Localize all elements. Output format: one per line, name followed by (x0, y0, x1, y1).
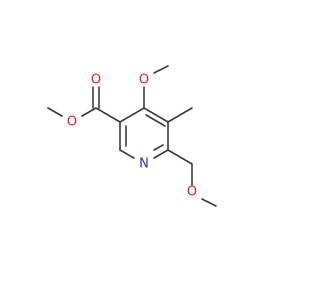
bond-carbonyl-o-ester (81, 107, 97, 117)
bond-c4-c3 (143, 107, 169, 123)
ether-oxygen: O (187, 185, 197, 200)
bond-c2-n1 (153, 149, 169, 159)
molecule-structure: O O O N O (47, 65, 217, 207)
bond-o-ch3-bottom (201, 198, 217, 207)
bond-o-ch3-left (47, 107, 63, 117)
bond-c2-n1-inner (153, 144, 164, 151)
bond-c2-ch2 (167, 149, 193, 165)
ester-methyl-oxygen: O (67, 115, 77, 130)
bonds (47, 65, 217, 207)
bond-c5-carbonyl (95, 107, 121, 123)
bond-c3-methyl (167, 107, 193, 123)
bond-o-ch3-top (153, 65, 169, 74)
bond-c4-c3-inner (145, 114, 166, 127)
bond-n1-c6 (119, 149, 135, 159)
carbonyl-oxygen: O (91, 73, 101, 88)
atom-labels: O O O N O (67, 73, 197, 200)
ring-nitrogen: N (139, 157, 149, 172)
bond-c5-c4 (119, 107, 145, 123)
ring-methoxy-oxygen: O (139, 73, 149, 88)
